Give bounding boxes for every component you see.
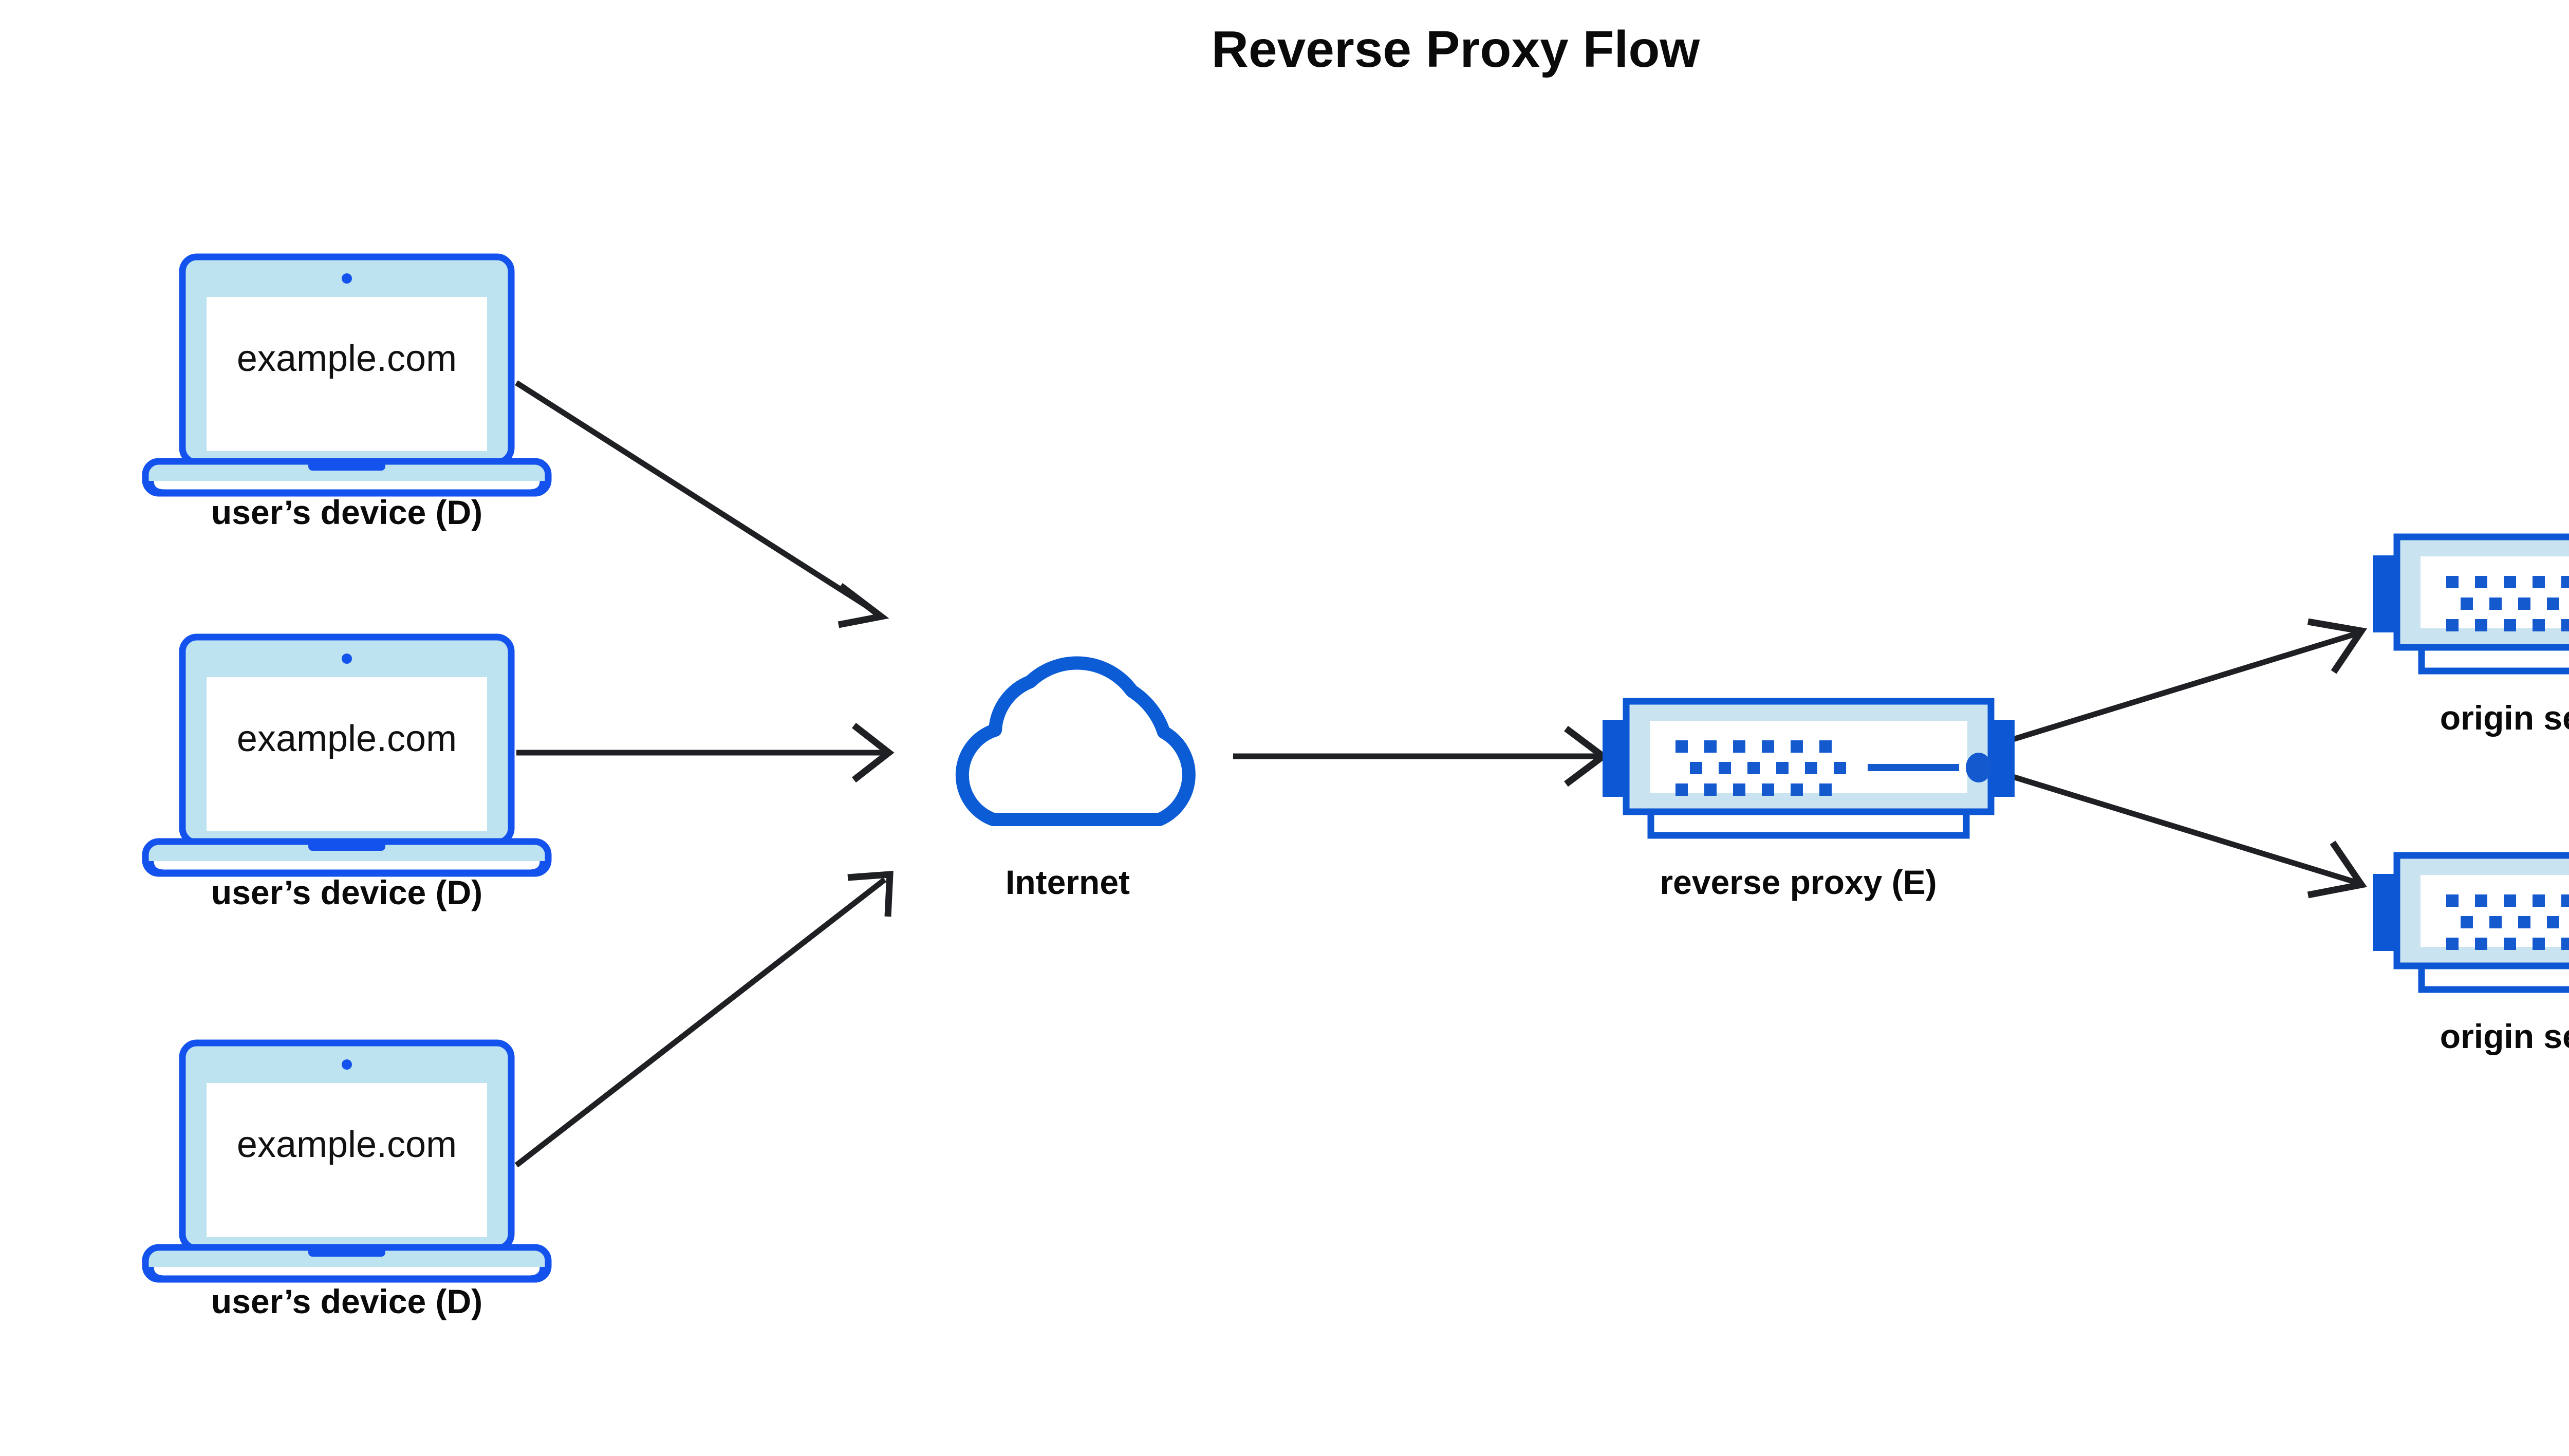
device-screen-url: example.com — [237, 718, 457, 759]
node-user-device-3[interactable]: example.com user’s device (D) — [145, 1043, 548, 1320]
page-title: Reverse Proxy Flow — [1212, 21, 1700, 78]
server-icon — [1603, 701, 2015, 835]
edge-internet-proxy — [1233, 725, 1609, 787]
server-icon — [2373, 855, 2569, 990]
node-label-reverse-proxy: reverse proxy (E) — [1660, 863, 1937, 901]
cloud-icon — [962, 663, 1189, 819]
node-internet[interactable]: Internet — [962, 663, 1189, 901]
node-user-device-2[interactable]: example.com user’s device (D) — [145, 637, 548, 911]
node-label-origin-server-1: origin server (F) — [2440, 699, 2569, 737]
device-screen-url: example.com — [237, 1124, 457, 1165]
node-label-user-device-2: user’s device (D) — [211, 873, 482, 911]
edge-device1-internet — [515, 380, 889, 628]
edge-proxy-origin2 — [2005, 772, 2367, 899]
edge-proxy-origin1 — [2005, 618, 2368, 744]
node-origin-server-1[interactable]: origin server (F) — [2373, 537, 2569, 737]
node-label-origin-server-2: origin server (F) — [2440, 1017, 2569, 1055]
node-user-device-1[interactable]: example.com user’s device (D) — [145, 257, 548, 531]
node-reverse-proxy[interactable]: reverse proxy (E) — [1603, 701, 2015, 901]
node-origin-server-2[interactable]: origin server (F) — [2373, 855, 2569, 1055]
node-label-user-device-3: user’s device (D) — [211, 1282, 482, 1320]
edge-device2-internet — [516, 722, 895, 783]
node-label-user-device-1: user’s device (D) — [211, 493, 482, 531]
node-label-internet: Internet — [1006, 863, 1130, 901]
server-icon — [2373, 537, 2569, 671]
edges-layer — [514, 380, 2368, 1168]
edge-device3-internet — [514, 870, 893, 1168]
device-screen-url: example.com — [237, 338, 457, 379]
